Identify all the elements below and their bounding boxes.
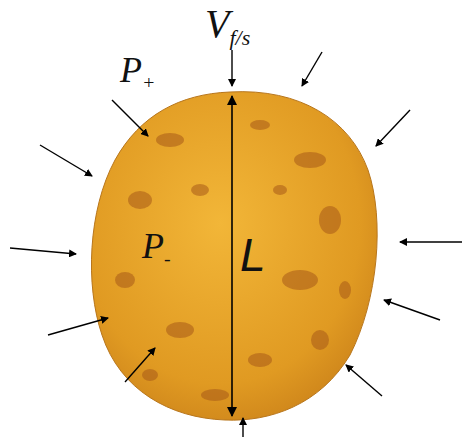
sponge-pores xyxy=(115,120,351,401)
length-arrow xyxy=(231,96,233,416)
length-label: L xyxy=(240,232,266,278)
inner-pressure-label: P- xyxy=(142,228,171,269)
velocity-label: Vf/s xyxy=(205,4,250,49)
outer-pressure-label: P+ xyxy=(120,52,155,93)
sponge-blob xyxy=(91,92,377,420)
pressure-arrows xyxy=(10,50,462,437)
